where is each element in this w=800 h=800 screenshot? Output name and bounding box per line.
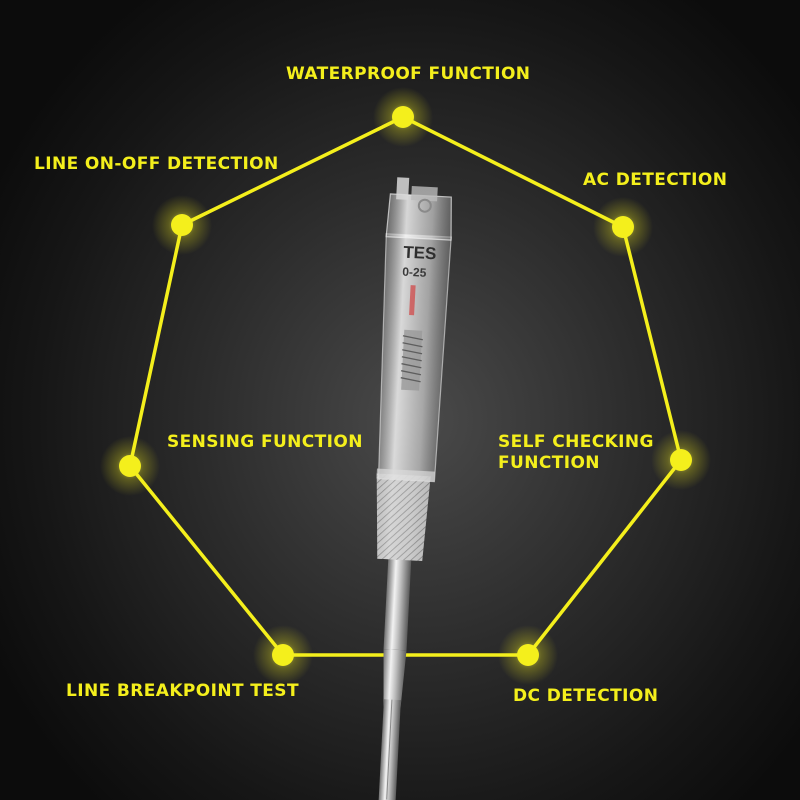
node-line-on-off	[152, 195, 212, 255]
feature-label-sensing: SENSING FUNCTION	[167, 432, 363, 452]
screwdriver-grip	[376, 473, 431, 562]
node-dc-detection	[498, 625, 558, 685]
screwdriver-body: TES 0-25	[376, 233, 452, 483]
feature-label-self-checking: SELF CHECKING FUNCTION	[498, 432, 654, 473]
feature-label-waterproof: WATERPROOF FUNCTION	[286, 64, 531, 84]
node-waterproof	[373, 87, 433, 147]
feature-label-line-breakpoint: LINE BREAKPOINT TEST	[66, 681, 299, 701]
screwdriver-cap	[385, 177, 452, 241]
node-ac-detection	[593, 197, 653, 257]
voltage-tester-image: TES 0-25	[376, 177, 452, 800]
feature-label-line-on-off: LINE ON-OFF DETECTION	[34, 154, 279, 174]
feature-label-dc-detection: DC DETECTION	[513, 686, 659, 706]
node-line-breakpoint	[253, 625, 313, 685]
tester-label-range: 0-25	[402, 265, 427, 280]
node-self-checking	[651, 430, 711, 490]
tester-label-text: TES	[403, 243, 437, 264]
node-sensing	[100, 436, 160, 496]
feature-label-ac-detection: AC DETECTION	[583, 170, 728, 190]
